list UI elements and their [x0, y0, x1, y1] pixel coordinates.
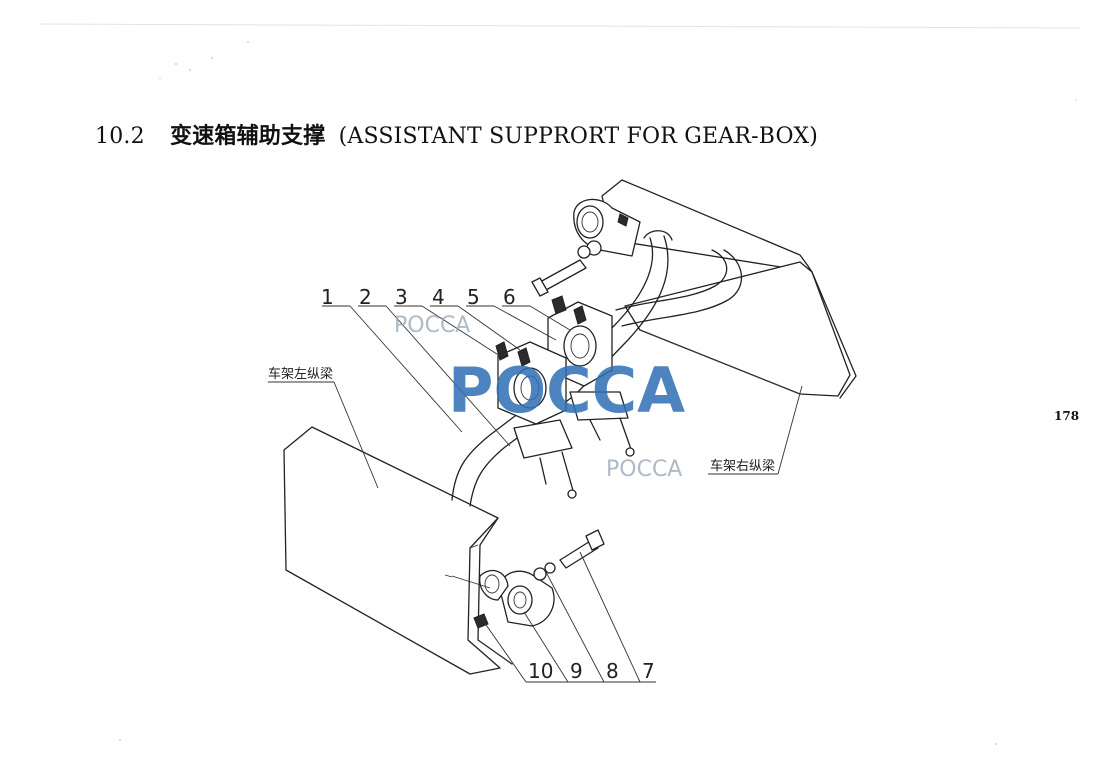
- callout-9: 9: [570, 659, 583, 683]
- right-beam-leader: [777, 385, 803, 475]
- leader-lines-top: [322, 305, 571, 447]
- callout-6: 6: [503, 285, 516, 309]
- callout-10: 10: [528, 659, 553, 683]
- clamp-assembly-left: [495, 341, 577, 499]
- callout-3: 3: [395, 285, 408, 309]
- watermark-small-top: POCCA: [394, 313, 470, 338]
- left-frame-rail: [283, 426, 513, 675]
- upper-right-bracket: [531, 198, 641, 297]
- page-number: 178: [1054, 409, 1080, 423]
- watermark-small-bottom: POCCA: [606, 457, 682, 482]
- left-beam-leader: [333, 381, 379, 489]
- lower-bracket-assembly: [444, 529, 605, 629]
- callout-2: 2: [359, 285, 372, 309]
- watermark-large: POCCA: [448, 354, 685, 427]
- section-number: 10.2: [95, 124, 145, 149]
- callout-1: 1: [321, 285, 334, 309]
- section-heading: 10.2 变速箱辅助支撑 (ASSISTANT SUPPRORT FOR GEA…: [95, 118, 818, 150]
- scan-noise: [119, 41, 1077, 745]
- section-title-english: (ASSISTANT SUPPRORT FOR GEAR-BOX): [338, 124, 818, 149]
- left-frame-rail-label: 车架左纵梁: [268, 366, 333, 382]
- right-frame-rail-label: 车架右纵梁: [710, 458, 775, 474]
- callout-8: 8: [606, 659, 619, 683]
- leader-lines-bottom: [483, 551, 656, 683]
- callout-5: 5: [467, 285, 480, 309]
- callout-7: 7: [642, 659, 655, 683]
- section-title-chinese: 变速箱辅助支撑: [170, 123, 326, 149]
- callout-4: 4: [432, 285, 445, 309]
